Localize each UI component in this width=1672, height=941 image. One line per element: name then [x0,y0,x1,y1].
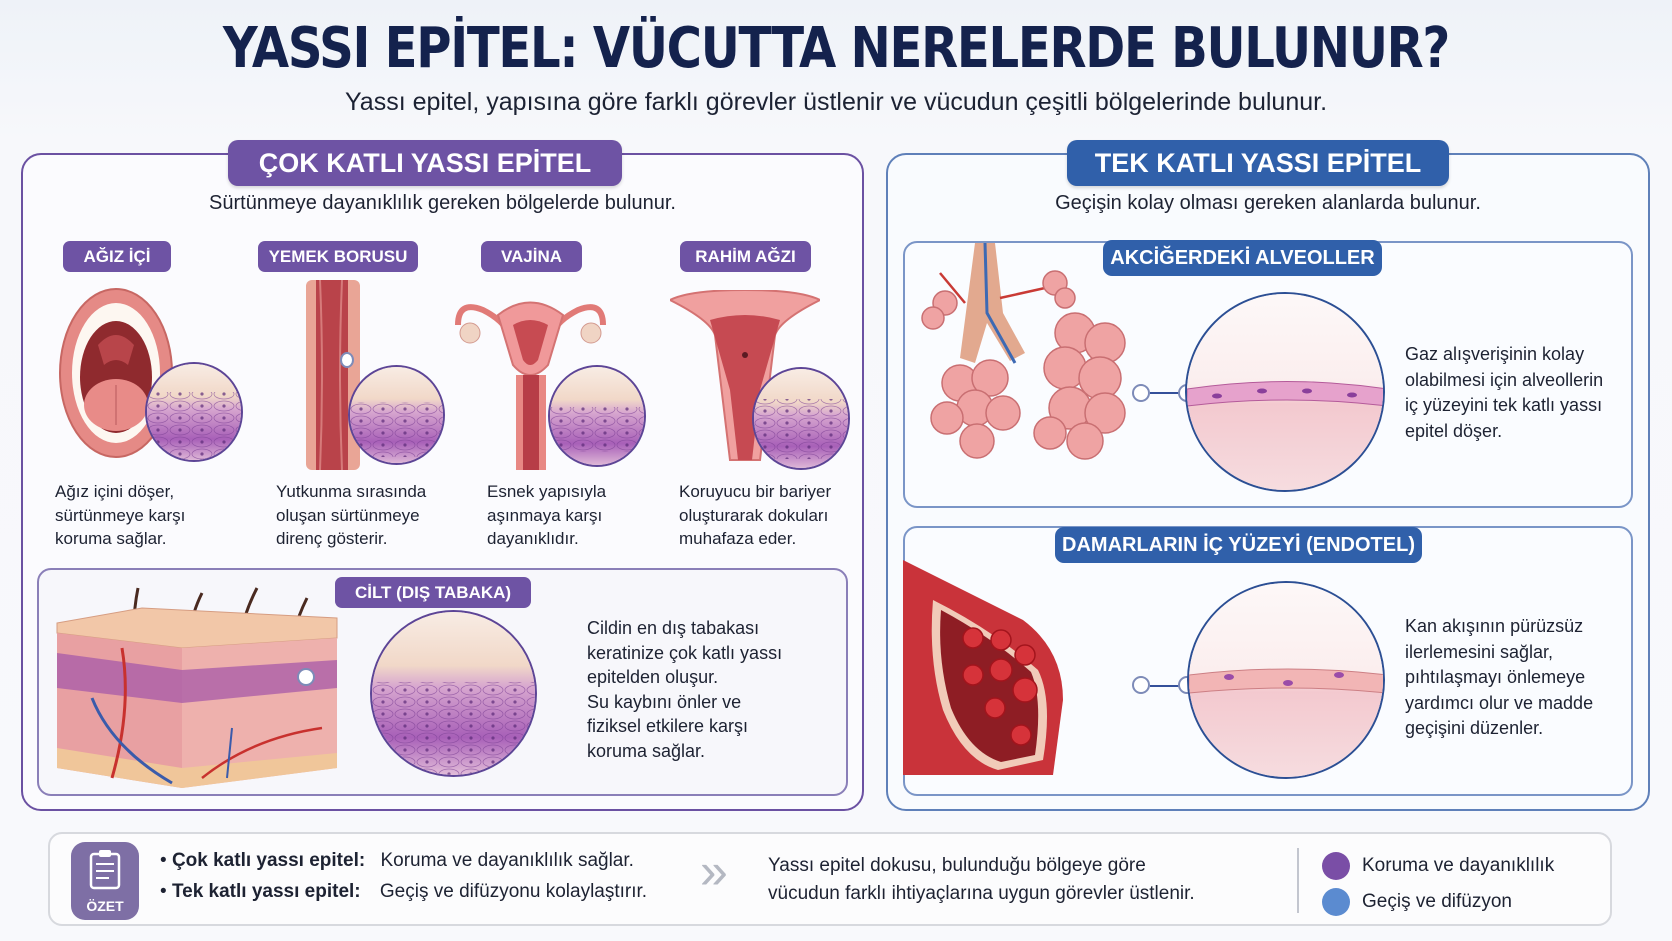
legend-diffusion-dot [1322,888,1350,916]
esophagus-icon [298,279,368,471]
endothelium-description: Kan akışının pürüzsüz ilerlemesini sağla… [1405,616,1594,739]
summary-divider [1297,848,1299,913]
summary-badge-label: ÖZET [86,898,124,914]
mouth-tissue-zoom-circle [145,362,243,462]
skin-cross-section-icon [52,578,342,793]
blood-vessel-icon [903,560,1153,775]
summary-item-simple: • Tek katlı yassı epitel: Geçiş ve difüz… [160,881,648,902]
alveoli-zoom-point-left [1132,384,1150,402]
organ-label-cervix: RAHİM AĞZI [680,241,811,272]
vagina-tissue-zoom-circle [548,365,646,467]
cervix-tissue-zoom-circle [752,367,850,470]
esophagus-zoom-point [340,352,354,368]
vagina-description: Esnek yapısıyla aşınmaya karşı dayanıklı… [487,482,607,548]
clipboard-icon [89,850,121,890]
legend-protection-dot [1322,852,1350,880]
legend-protection-label: Koruma ve dayanıklılık [1362,855,1555,876]
simple-panel-subtitle: Geçişin kolay olması gereken alanlarda b… [1055,192,1481,214]
esophagus-description: Yutkunma sırasında oluşan sürtünmeye dir… [276,482,427,548]
cervix-description: Koruyucu bir bariyer oluşturarak dokular… [679,482,832,548]
cervix-icon [667,288,823,470]
endothelium-zoom-point-left [1132,676,1150,694]
endothelium-tissue-zoom-circle [1187,581,1385,779]
mouth-description: Ağız içini döşer, sürtünmeye karşı korum… [55,482,186,548]
endothelium-section-label: DAMARLARIN İÇ YÜZEYİ (ENDOTEL) [1055,527,1422,563]
alveoli-connector-line [1150,392,1184,394]
uterus-vagina-icon [448,295,613,470]
skin-description: Cildin en dış tabakası keratinize çok ka… [587,618,783,761]
stratified-panel-title: ÇOK KATLI YASSI EPİTEL [228,140,622,186]
page-title: YASSI EPİTEL: VÜCUTTA NERELERDE BULUNUR? [222,16,1450,81]
alveoli-tissue-zoom-circle [1185,292,1385,492]
double-chevron-icon: » [700,843,728,899]
summary-item-stratified: • Çok katlı yassı epitel: Koruma ve daya… [160,850,634,871]
skin-section-label: CİLT (DIŞ TABAKA) [335,577,531,608]
page-subtitle: Yassı epitel, yapısına göre farklı görev… [344,88,1328,116]
open-mouth-icon [58,285,178,460]
esophagus-tissue-zoom-circle [348,365,445,465]
skin-zoom-point [297,668,315,686]
alveoli-description: Gaz alışverişinin kolay olabilmesi için … [1405,344,1604,441]
stratified-panel-subtitle: Sürtünmeye dayanıklılık gereken bölgeler… [209,192,676,214]
summary-box [48,832,1612,926]
summary-badge: ÖZET [71,842,139,920]
organ-label-mouth: AĞIZ İÇİ [63,241,171,272]
skin-tissue-zoom-circle [370,610,537,777]
simple-panel-title: TEK KATLI YASSI EPİTEL [1067,140,1449,186]
organ-label-esophagus: YEMEK BORUSU [258,241,418,272]
organ-label-vagina: VAJİNA [481,241,582,272]
summary-conclusion: Yassı epitel dokusu, bulunduğu bölgeye g… [768,855,1195,904]
endothelium-connector-line [1150,685,1184,687]
alveoli-section-label: AKCİĞERDEKİ ALVEOLLER [1103,240,1382,276]
legend-diffusion-label: Geçiş ve difüzyon [1362,891,1512,912]
lung-alveoli-icon [915,242,1155,473]
